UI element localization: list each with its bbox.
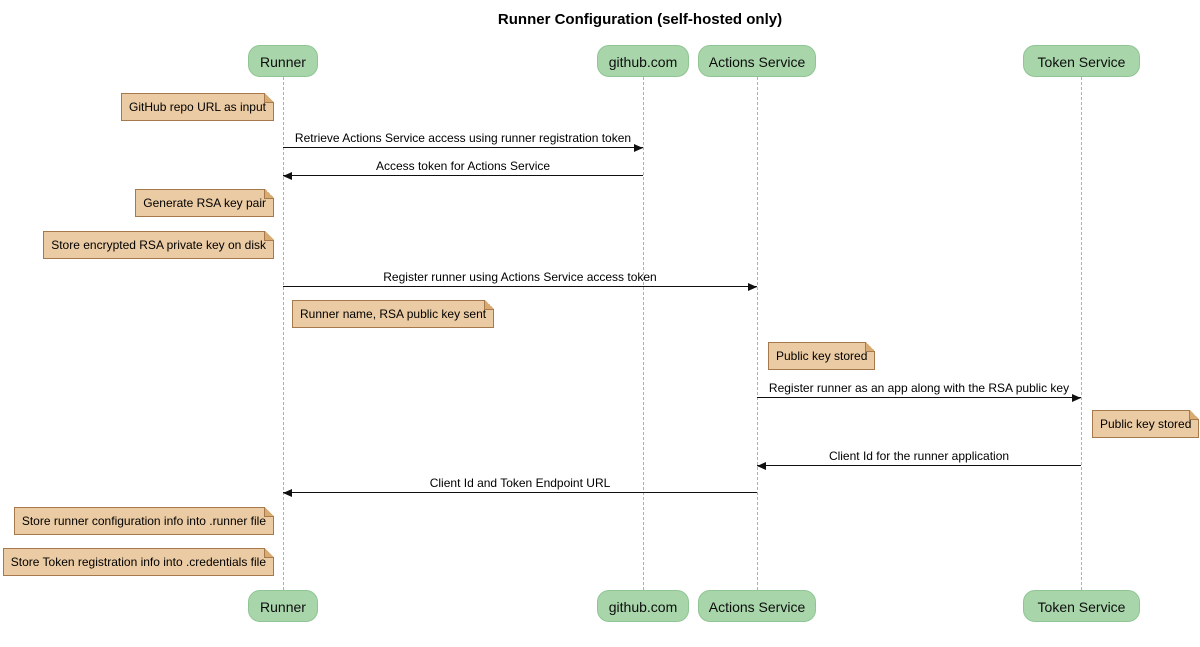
message-label: Register runner as an app along with the… <box>768 381 1070 395</box>
note-label: GitHub repo URL as input <box>129 100 266 114</box>
actor-github-com-bottom: github.com <box>597 590 689 622</box>
arrowhead-right-icon <box>748 283 757 291</box>
note-generate-rsa-key-pair: Generate RSA key pair <box>135 189 274 217</box>
message-label: Client Id for the runner application <box>828 449 1010 463</box>
note-label: Public key stored <box>776 349 868 363</box>
message-line <box>757 397 1081 398</box>
note-label: Generate RSA key pair <box>143 196 266 210</box>
actor-token-service-bottom: Token Service <box>1023 590 1140 622</box>
arrowhead-left-icon <box>283 489 292 497</box>
note-fold <box>264 231 274 241</box>
diagram-title: Runner Configuration (self-hosted only) <box>497 11 783 28</box>
note-label: Store encrypted RSA private key on disk <box>51 238 266 252</box>
note-public-key-stored-token-service: Public key stored <box>1092 410 1200 438</box>
note-store-runner-configuration: Store runner configuration info into .ru… <box>13 507 274 535</box>
message-label: Client Id and Token Endpoint URL <box>429 476 611 490</box>
lifeline-runner <box>283 77 284 590</box>
message-register-runner-as-app: Register runner as an app along with the… <box>757 378 1081 402</box>
message-line <box>283 147 643 148</box>
note-fold <box>1189 410 1200 420</box>
note-fold <box>484 300 495 310</box>
note-fold <box>264 93 274 103</box>
note-public-key-stored-actions-service: Public key stored <box>768 342 876 370</box>
actor-actions-service-bottom: Actions Service <box>698 590 816 622</box>
arrowhead-left-icon <box>283 172 292 180</box>
actor-token-service-top: Token Service <box>1023 45 1140 77</box>
note-fold <box>865 342 876 352</box>
message-line <box>283 286 757 287</box>
note-label: Public key stored <box>1100 417 1192 431</box>
note-fold <box>264 189 274 199</box>
message-line <box>283 175 643 176</box>
message-client-id-and-token-endpoint-url: Client Id and Token Endpoint URL <box>283 473 757 497</box>
message-label: Retrieve Actions Service access using ru… <box>294 131 632 145</box>
note-fold <box>264 548 274 558</box>
message-register-runner: Register runner using Actions Service ac… <box>283 267 757 291</box>
lifeline-github-com <box>643 77 644 590</box>
arrowhead-right-icon <box>634 144 643 152</box>
actor-runner-bottom: Runner <box>248 590 318 622</box>
actor-runner-top: Runner <box>248 45 318 77</box>
message-line <box>757 465 1081 466</box>
note-label: Runner name, RSA public key sent <box>300 307 487 321</box>
note-github-repo-url-as-input: GitHub repo URL as input <box>121 93 274 121</box>
actor-github-com-top: github.com <box>597 45 689 77</box>
actor-actions-service-top: Actions Service <box>698 45 816 77</box>
message-label: Register runner using Actions Service ac… <box>383 270 657 284</box>
note-store-token-registration: Store Token registration info into .cred… <box>2 548 274 576</box>
message-client-id-for-runner-application: Client Id for the runner application <box>757 446 1081 470</box>
lifeline-actions-service <box>757 77 758 590</box>
lifeline-token-service <box>1081 77 1082 590</box>
message-retrieve-actions-service-access: Retrieve Actions Service access using ru… <box>283 128 643 152</box>
arrowhead-left-icon <box>757 462 766 470</box>
message-label: Access token for Actions Service <box>375 159 551 173</box>
arrowhead-right-icon <box>1072 394 1081 402</box>
note-runner-name-rsa-public-key-sent: Runner name, RSA public key sent <box>292 300 495 328</box>
message-access-token-for-actions-service: Access token for Actions Service <box>283 156 643 180</box>
message-line <box>283 492 757 493</box>
note-fold <box>264 507 274 517</box>
note-label: Store Token registration info into .cred… <box>10 555 266 569</box>
note-store-encrypted-rsa-private-key: Store encrypted RSA private key on disk <box>43 231 274 259</box>
note-label: Store runner configuration info into .ru… <box>21 514 266 528</box>
